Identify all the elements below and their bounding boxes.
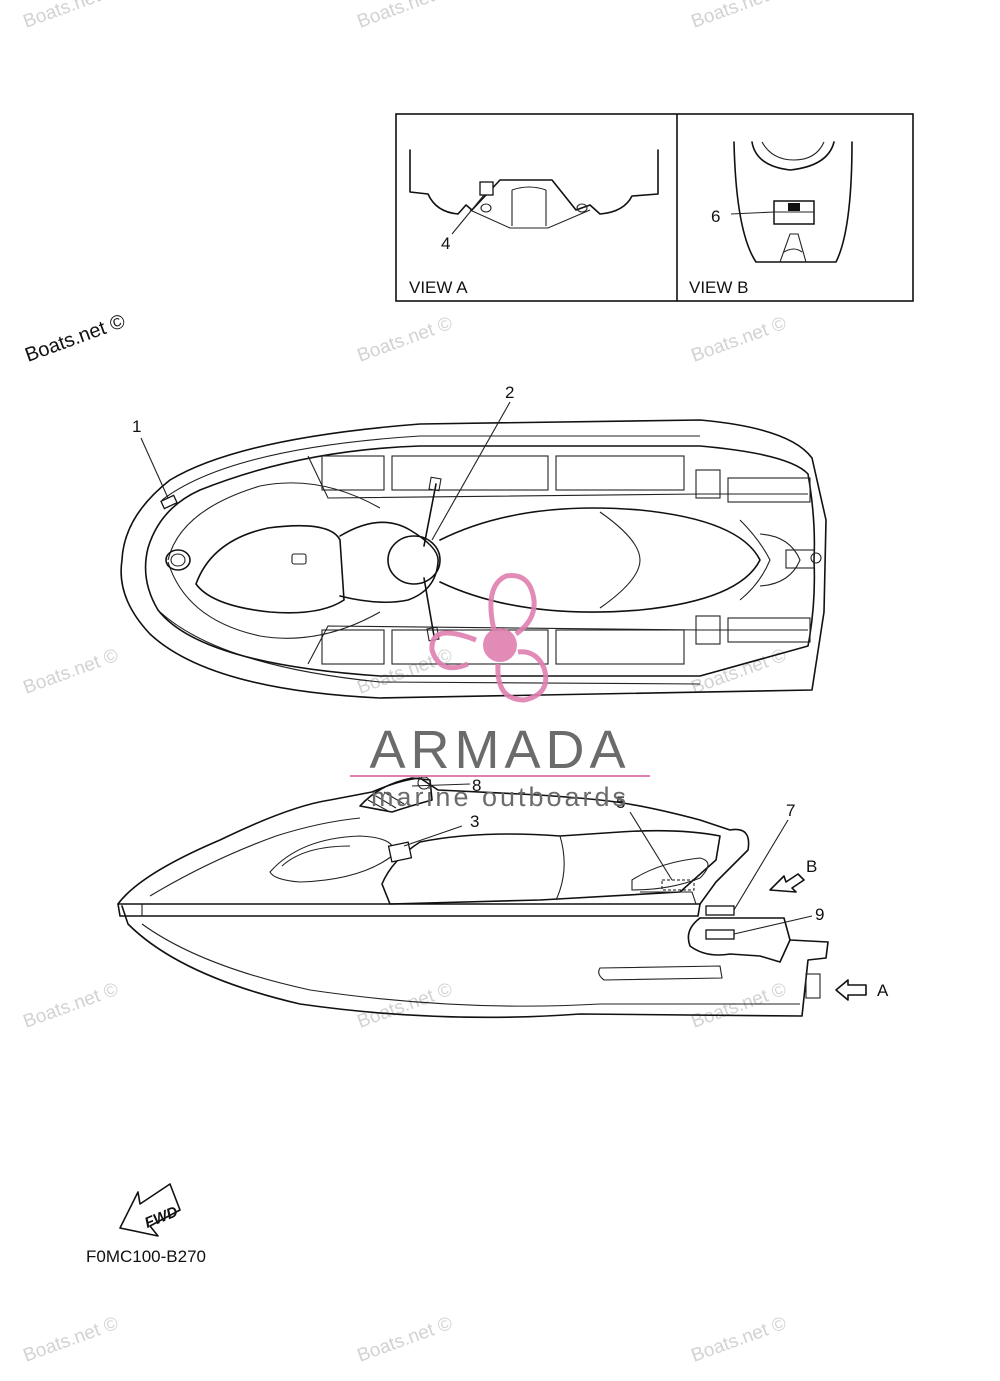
side-view-watercraft: 3 8 5 7 9 B A	[117, 776, 889, 1019]
view-a-arrow	[835, 979, 867, 1001]
watermark: Boats.net ©	[355, 313, 456, 367]
watermark: Boats.net ©	[689, 979, 790, 1033]
watermark: Boats.net ©	[355, 645, 456, 699]
watermark: Boats.net ©	[21, 0, 122, 33]
watermark: Boats.net ©	[21, 645, 122, 699]
fwd-arrow-icon: FWD	[119, 1183, 181, 1237]
label-9-shape	[705, 929, 735, 940]
callout-7: 7	[786, 801, 795, 820]
propeller-icon	[429, 573, 549, 703]
armada-logo: ARMADA marine outboards	[350, 573, 650, 812]
figure-code: F0MC100-B270	[86, 1247, 206, 1266]
inset-views: 4 VIEW A 6 VIEW B	[395, 113, 914, 302]
fwd-label: FWD	[142, 1203, 180, 1232]
callout-5: 5	[616, 793, 625, 812]
view-b-label: VIEW B	[689, 278, 749, 297]
callout-9: 9	[815, 905, 824, 924]
label-5-shape	[661, 879, 695, 891]
label-7-shape	[705, 905, 735, 916]
callout-4: 4	[441, 234, 450, 253]
view-a-drawing: 4 VIEW A	[409, 149, 659, 297]
watermark: Boats.net ©	[355, 0, 456, 33]
label-3-shape	[387, 841, 413, 863]
callout-1: 1	[132, 417, 141, 436]
logo-tagline: marine outboards	[371, 782, 629, 812]
callout-3: 3	[470, 812, 479, 831]
logo-name: ARMADA	[369, 720, 630, 780]
label-4-shape	[479, 181, 494, 196]
watermark: Boats.net ©	[689, 0, 790, 33]
callout-8: 8	[472, 776, 481, 795]
callout-2: 2	[505, 383, 514, 402]
watermark: Boats.net ©	[355, 1313, 456, 1367]
watermark-dark: Boats.net ©	[22, 310, 128, 367]
view-a-label: VIEW A	[409, 278, 468, 297]
label-1-shape	[160, 494, 178, 510]
view-b-marker: B	[806, 857, 817, 876]
watermark: Boats.net ©	[355, 979, 456, 1033]
callout-6: 6	[711, 207, 720, 226]
watermark: Boats.net ©	[21, 1313, 122, 1367]
view-b-arrow	[769, 873, 805, 893]
watermark: Boats.net ©	[21, 979, 122, 1033]
view-a-marker: A	[877, 981, 889, 1000]
watermark: Boats.net ©	[689, 1313, 790, 1367]
watermark: Boats.net ©	[689, 313, 790, 367]
top-view-watercraft: 1 2	[120, 383, 827, 699]
view-b-drawing: 6 VIEW B	[689, 141, 853, 297]
